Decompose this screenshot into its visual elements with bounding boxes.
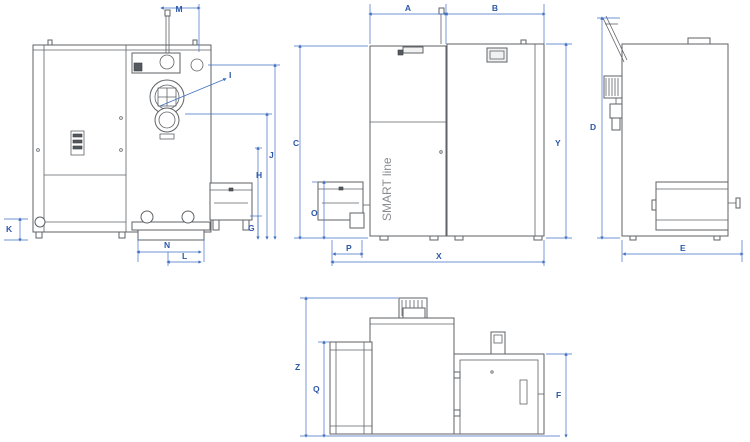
dim-label-h: H (256, 170, 262, 180)
dim-label-d: D (590, 122, 596, 132)
side-view-dimensions: A B Y O P X (294, 3, 572, 266)
dim-label-f: F (556, 390, 561, 400)
burner-unit (131, 9, 185, 140)
dim-label-l: L (182, 251, 187, 261)
top-view (329, 297, 545, 435)
dim-label-a: A (405, 3, 411, 13)
top-view-dimensions: Z Q F (295, 296, 572, 438)
control-panel (70, 130, 85, 156)
dim-label-k: K (6, 224, 13, 234)
side-view: SMART line (317, 7, 545, 241)
dim-label-c-front: C (293, 138, 299, 148)
boiler-front-body (32, 44, 212, 233)
dim-label-x: X (436, 251, 442, 261)
ash-box-front (209, 182, 253, 231)
boiler-top-body (369, 317, 455, 435)
pellet-tank-side (446, 43, 545, 237)
rear-view-dimensions: D E (590, 16, 744, 262)
dim-label-o: O (311, 208, 318, 218)
pellet-tank-top (453, 353, 545, 435)
dim-label-i: I (229, 70, 231, 80)
dim-label-g: G (248, 223, 255, 233)
dim-label-j: J (269, 150, 274, 160)
boiler-side-body (369, 45, 447, 237)
dim-label-q: Q (313, 384, 320, 394)
dim-label-e: E (680, 243, 686, 253)
rear-view (602, 15, 741, 241)
dim-label-z: Z (295, 362, 300, 372)
front-view (32, 9, 253, 241)
motor-grille (398, 297, 428, 319)
dim-label-n: N (164, 240, 170, 250)
dim-label-p: P (346, 243, 352, 253)
dim-label-m: M (175, 4, 182, 14)
front-view-dimensions: M I C J H G K N L (4, 4, 299, 266)
dim-label-b: B (492, 3, 498, 13)
brand-label: SMART line (380, 157, 394, 221)
dim-label-y: Y (555, 138, 561, 148)
